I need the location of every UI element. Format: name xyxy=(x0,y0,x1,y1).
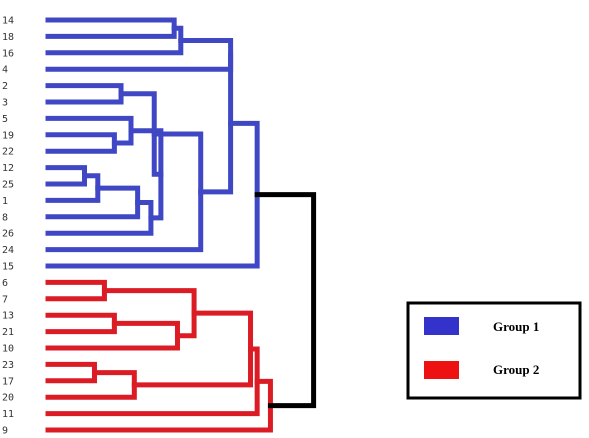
dendrogram-link-5 xyxy=(45,115,134,146)
leaf-label-16: 16 xyxy=(2,48,14,59)
dendrogram-link-24 xyxy=(254,192,317,409)
legend-swatch-group1 xyxy=(424,317,459,335)
leaf-label-9: 9 xyxy=(2,426,8,437)
legend-label-group1: Group 1 xyxy=(493,319,539,334)
legend: Group 1 Group 2 xyxy=(406,301,582,400)
leaf-label-10: 10 xyxy=(2,344,14,355)
dendrogram-link-7 xyxy=(45,173,101,203)
leaf-label-13: 13 xyxy=(2,311,14,322)
leaf-label-20: 20 xyxy=(2,393,14,404)
legend-swatch-group2 xyxy=(424,361,459,379)
dendrogram-link-18 xyxy=(101,288,197,339)
dendrogram-link-1 xyxy=(45,25,184,56)
leaf-label-3: 3 xyxy=(2,98,8,109)
legend-label-group2: Group 2 xyxy=(493,362,539,377)
leaf-label-4: 4 xyxy=(2,65,8,76)
dendrogram-link-6 xyxy=(45,165,88,187)
leaf-label-22: 22 xyxy=(2,147,14,158)
dendrogram-link-15 xyxy=(45,279,107,302)
dendrogram-link-0 xyxy=(45,17,177,39)
leaf-label-14: 14 xyxy=(2,16,14,27)
leaf-label-5: 5 xyxy=(2,114,8,125)
dendrogram-link-16 xyxy=(45,312,117,335)
dendrogram-link-23 xyxy=(45,378,273,433)
leaf-label-25: 25 xyxy=(2,180,14,191)
dendrogram-link-3 xyxy=(45,83,124,105)
dendrogram-link-20 xyxy=(45,370,137,400)
leaf-label-18: 18 xyxy=(2,32,14,43)
leaf-label-26: 26 xyxy=(2,229,14,240)
leaf-label-7: 7 xyxy=(2,294,8,305)
leaf-label-11: 11 xyxy=(2,409,14,420)
leaf-label-12: 12 xyxy=(2,163,14,174)
dendrogram-link-4 xyxy=(45,132,117,154)
leaf-label-6: 6 xyxy=(2,278,8,289)
leaf-label-1: 1 xyxy=(2,196,8,207)
leaf-label-24: 24 xyxy=(2,245,14,256)
leaf-label-21: 21 xyxy=(2,327,14,338)
dendrogram-link-13 xyxy=(198,52,234,195)
dendrogram-link-19 xyxy=(45,361,97,384)
leaf-label-19: 19 xyxy=(2,130,14,141)
leaf-label-15: 15 xyxy=(2,262,14,273)
leaf-label-17: 17 xyxy=(2,376,14,387)
leaf-labels: 1418164235192212251826241567132110231720… xyxy=(2,16,14,437)
leaf-label-8: 8 xyxy=(2,212,8,223)
leaf-label-23: 23 xyxy=(2,360,14,371)
leaf-label-2: 2 xyxy=(2,81,8,92)
dendrogram-links xyxy=(45,17,317,433)
